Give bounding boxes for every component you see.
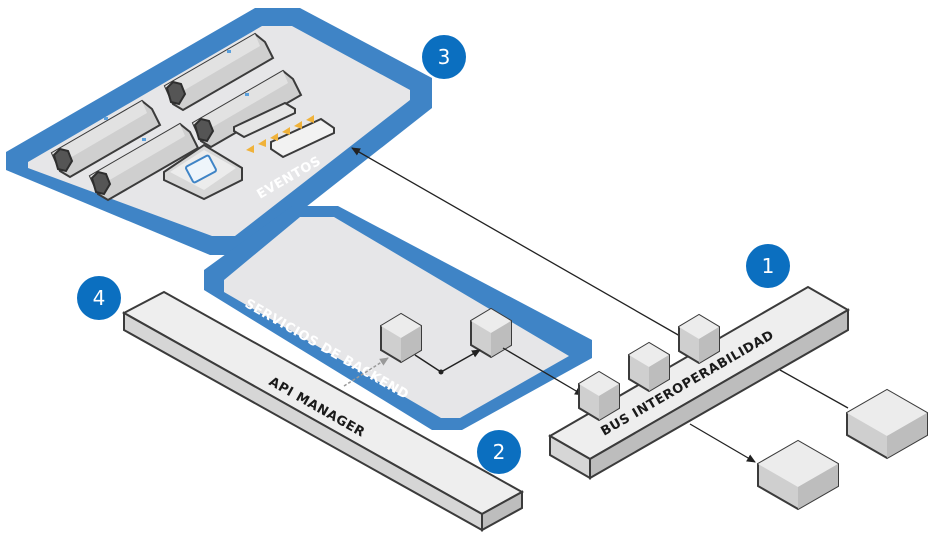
service-cube [470, 307, 512, 359]
api-manager-bar[interactable]: API MANAGER [121, 290, 525, 532]
badge-4[interactable]: 4 [77, 276, 121, 320]
eventos-platform[interactable]: EVENTOS [6, 8, 432, 255]
connector-dot [438, 369, 444, 375]
external-system-block[interactable] [757, 439, 839, 511]
bus-to-system-a-line [779, 369, 849, 409]
bus-to-eventos-arrow [351, 147, 681, 337]
monitor-tray [163, 143, 243, 201]
event-slab [233, 101, 296, 139]
badge-4-label: 4 [93, 286, 106, 310]
storage-cylinder [50, 99, 162, 179]
badge-2[interactable]: 2 [477, 430, 521, 474]
api-to-backend-arrow [343, 357, 389, 387]
event-slab [270, 117, 335, 159]
bus-to-system-b-arrow [689, 423, 756, 463]
bus-adapter-cube [628, 341, 670, 393]
badge-1-label: 1 [762, 254, 775, 278]
storage-cylinder [163, 32, 275, 112]
badge-2-label: 2 [493, 440, 506, 464]
backend-to-bus-arrow [502, 347, 584, 396]
badge-3-label: 3 [438, 45, 451, 69]
service-cube [380, 312, 422, 364]
storage-cylinder [191, 69, 303, 149]
monitor-icon [185, 154, 217, 184]
bus-adapter-cube [578, 370, 620, 422]
bus-adapter-cube [678, 313, 720, 365]
external-system-block[interactable] [846, 388, 928, 460]
event-stream-icon [246, 115, 314, 153]
badge-1[interactable]: 1 [746, 244, 790, 288]
badge-3[interactable]: 3 [422, 35, 466, 79]
